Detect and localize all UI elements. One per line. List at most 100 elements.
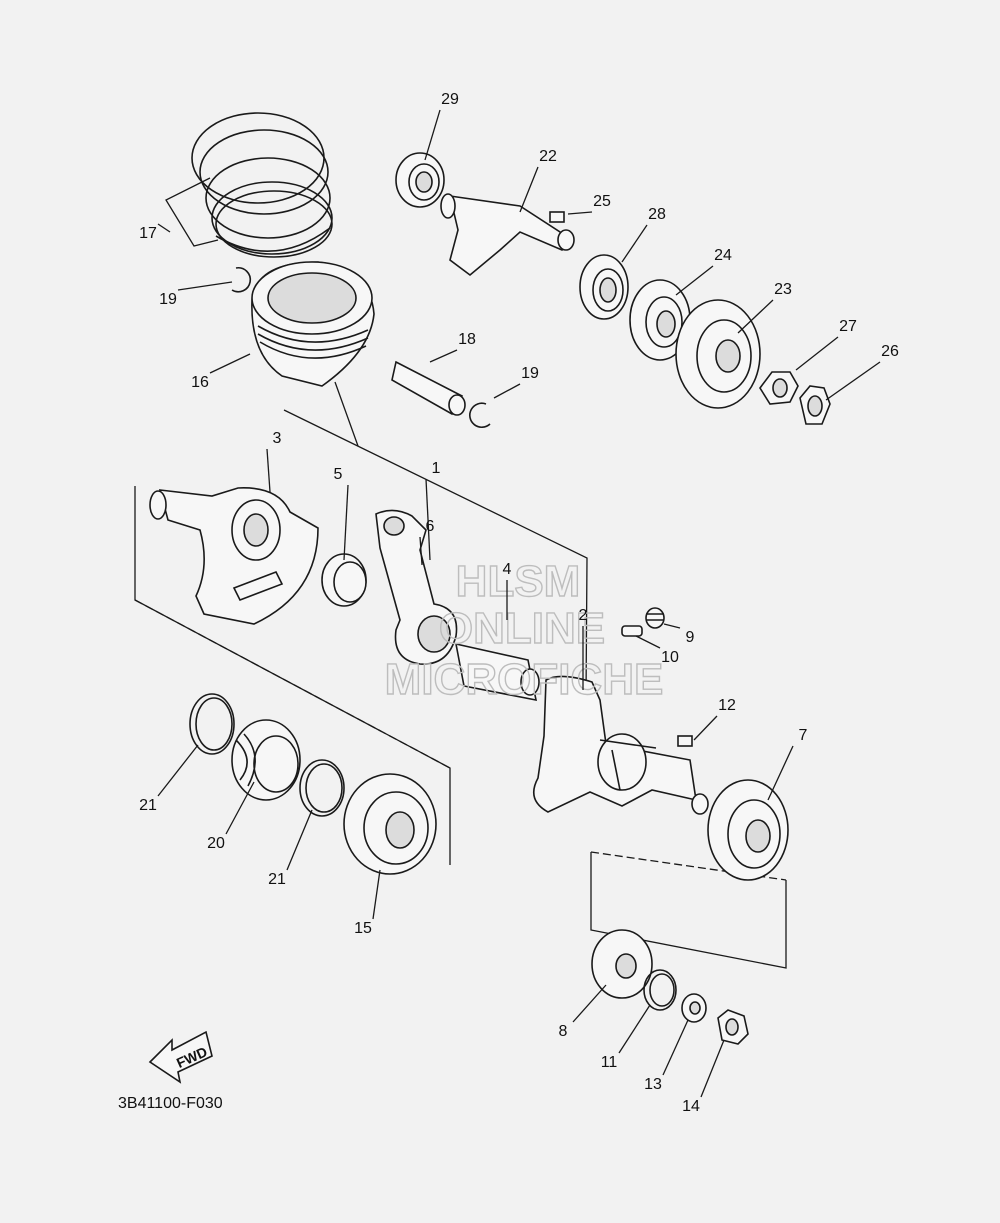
piston bbox=[251, 261, 375, 387]
watermark-line-2: ONLINE bbox=[439, 604, 605, 653]
callout-2: 2 bbox=[579, 607, 588, 624]
leader-line-7 bbox=[767, 745, 794, 801]
watermark-line-1: HLSM bbox=[456, 557, 581, 606]
leader-line-19a bbox=[177, 281, 233, 291]
bearing-28 bbox=[579, 254, 629, 320]
leader-line-11 bbox=[618, 1004, 651, 1054]
washer-13 bbox=[681, 993, 707, 1023]
crankshaft-left bbox=[149, 487, 319, 625]
leader-line-29 bbox=[424, 109, 441, 161]
callout-12: 12 bbox=[718, 697, 736, 714]
callout-13: 13 bbox=[644, 1076, 662, 1093]
connecting-rod bbox=[375, 509, 458, 665]
leader-line-5 bbox=[343, 484, 349, 561]
diagram-code: 3B41100-F030 bbox=[118, 1095, 223, 1112]
bearing-15 bbox=[343, 773, 437, 875]
gear-collar bbox=[231, 719, 301, 801]
leader-line-1 bbox=[425, 478, 431, 561]
needle-bearing bbox=[321, 553, 367, 607]
callout-26: 26 bbox=[881, 343, 899, 360]
callout-10: 10 bbox=[661, 649, 679, 666]
forward-arrow-icon: FWD bbox=[148, 1030, 213, 1084]
callout-25: 25 bbox=[593, 193, 611, 210]
key-12 bbox=[677, 735, 693, 747]
leader-line-19b bbox=[493, 383, 521, 399]
callout-18: 18 bbox=[458, 331, 476, 348]
ring-set-bracket bbox=[165, 177, 219, 247]
callout-8: 8 bbox=[559, 1023, 568, 1040]
crank-pin bbox=[454, 642, 540, 702]
callout-28: 28 bbox=[648, 206, 666, 223]
leader-line-15 bbox=[372, 869, 381, 920]
callout-19b: 19 bbox=[521, 365, 539, 382]
callout-labels: 2922252824232726171918191631564291012721… bbox=[139, 91, 899, 1115]
leader-line-28 bbox=[621, 224, 648, 263]
callout-24: 24 bbox=[714, 247, 732, 264]
leader-line-23 bbox=[737, 299, 774, 334]
leader-line-16 bbox=[209, 353, 251, 374]
leader-line-17 bbox=[157, 223, 171, 233]
leader-line-18 bbox=[429, 349, 458, 363]
circlip-19-left bbox=[231, 266, 252, 293]
leader-line-20 bbox=[225, 781, 255, 835]
piston-pin bbox=[391, 360, 466, 416]
leader-line-26 bbox=[825, 361, 881, 401]
spring-9 bbox=[645, 607, 665, 629]
callout-22: 22 bbox=[539, 148, 557, 165]
callout-11: 11 bbox=[601, 1054, 618, 1071]
callout-1: 1 bbox=[432, 460, 441, 477]
callout-23: 23 bbox=[774, 281, 792, 298]
crankshaft-right bbox=[532, 675, 709, 815]
leader-line-8 bbox=[572, 984, 607, 1023]
nut-26 bbox=[799, 385, 831, 425]
pin-10 bbox=[621, 625, 643, 637]
leader-line-22 bbox=[519, 166, 539, 213]
balancer-shaft bbox=[440, 193, 575, 277]
gear-24 bbox=[629, 279, 691, 361]
circlip-21-left bbox=[189, 693, 235, 755]
callout-14: 14 bbox=[682, 1098, 700, 1115]
leader-line-21a bbox=[157, 744, 199, 797]
callout-7: 7 bbox=[799, 727, 808, 744]
piston-ring-set bbox=[191, 112, 333, 258]
callout-9: 9 bbox=[686, 629, 695, 646]
callout-17: 17 bbox=[139, 225, 157, 242]
leader-line-25 bbox=[567, 211, 593, 215]
watermark-line-3: MICROFICHE bbox=[385, 655, 664, 704]
assembly-brackets bbox=[134, 381, 787, 969]
callout-15: 15 bbox=[354, 920, 372, 937]
leader-line-14 bbox=[700, 1039, 725, 1098]
circlip-11 bbox=[643, 969, 677, 1011]
nut-14 bbox=[717, 1009, 749, 1045]
callout-21b: 21 bbox=[268, 871, 286, 888]
circlip-21-right bbox=[299, 759, 345, 817]
callout-20: 20 bbox=[207, 835, 225, 852]
leader-line-6 bbox=[419, 536, 423, 566]
leader-line-27 bbox=[795, 336, 839, 371]
leader-line-13 bbox=[662, 1019, 689, 1076]
callout-19a: 19 bbox=[159, 291, 177, 308]
leader-line-24 bbox=[675, 265, 714, 296]
leader-line-3 bbox=[266, 448, 271, 493]
gear-7 bbox=[707, 779, 789, 881]
lock-washer-27 bbox=[759, 371, 799, 405]
bearing-29 bbox=[395, 152, 445, 208]
key-25 bbox=[549, 211, 565, 223]
leader-line-21b bbox=[286, 809, 313, 871]
callout-4: 4 bbox=[503, 561, 512, 578]
callout-21a: 21 bbox=[139, 797, 157, 814]
circlip-19-right bbox=[469, 402, 491, 429]
watermark: HLSM ONLINE MICROFICHE bbox=[384, 556, 664, 704]
callout-16: 16 bbox=[191, 374, 209, 391]
leader-line-10 bbox=[635, 635, 661, 649]
leader-line-9 bbox=[663, 623, 681, 629]
leader-line-12 bbox=[693, 715, 718, 741]
callout-27: 27 bbox=[839, 318, 857, 335]
callout-5: 5 bbox=[334, 466, 343, 483]
callout-29: 29 bbox=[441, 91, 459, 108]
gear-23 bbox=[675, 299, 761, 409]
plate-8 bbox=[591, 929, 653, 999]
callout-6: 6 bbox=[426, 518, 435, 535]
